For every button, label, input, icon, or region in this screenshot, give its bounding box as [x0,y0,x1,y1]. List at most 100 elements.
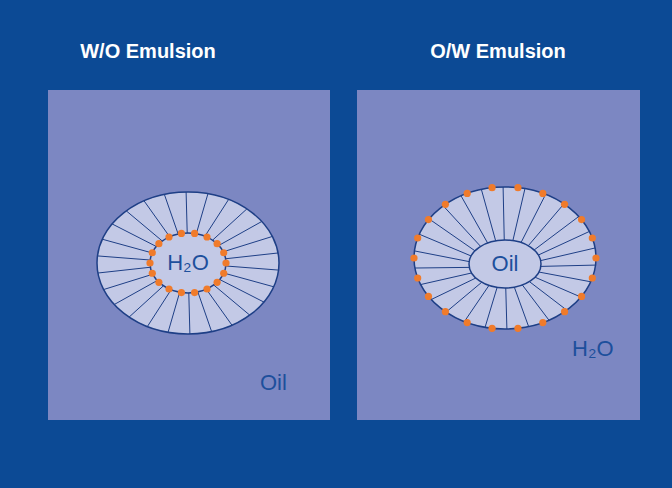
surfactant-head [589,274,596,281]
surfactant-tail [104,274,153,289]
surfactant-head [222,259,229,266]
surfactant-tail [529,282,566,311]
surfactant-head [178,230,185,237]
surfactant-tail [485,287,497,327]
surfactant-head [146,259,153,266]
surfactant-head [165,233,172,240]
surfactant-heads [410,184,599,332]
surfactant-tail [198,292,212,332]
surfactant-tail [514,287,528,326]
surfactant-tail [461,196,488,243]
surfactant-tail [528,204,564,246]
surfactant-tail [534,216,579,249]
surfactant-head [149,249,156,256]
surfactant-tail [446,282,482,312]
surfactant-tail [503,187,504,240]
surfactant-head [464,319,471,326]
surfactant-tail [421,273,472,285]
surfactant-tail [443,206,480,247]
surfactant-tails [97,192,278,334]
surfactant-tail [541,265,596,266]
droplet: Oil [413,186,597,330]
surfactant-tail [522,285,549,320]
surfactant-head [165,285,172,292]
surfactant-tail [535,277,581,297]
surfactant-tail [144,201,170,237]
surfactant-head [414,274,421,281]
surfactant-head [561,201,568,208]
surfactant-head [578,293,585,300]
surfactant-head [488,325,495,332]
droplet: H₂O [96,191,280,335]
surfactant-tail [541,248,595,261]
surfactant-tail [506,288,507,329]
surfactant-tail [98,267,150,273]
surfactant-heads [146,230,229,296]
surfactant-head [425,293,432,300]
surfactant-head [425,216,432,223]
surfactant-tail [129,286,163,317]
surfactant-head [203,285,210,292]
surfactant-tail [214,285,250,315]
surfactant-tail [196,194,208,234]
surfactant-tail [513,189,525,241]
surfactant-tail [189,293,190,334]
surfactant-tail [168,292,180,332]
surfactant-tail [147,290,171,327]
droplet-outline [97,192,279,334]
surfactant-tail [186,192,187,233]
surfactant-head [442,308,449,315]
surfactant-head [539,319,546,326]
surfactant-tail [226,253,278,259]
surfactant-tail [223,236,272,251]
phase-label: Oil [260,370,287,396]
surfactant-head [442,201,449,208]
surfactant-tail [205,199,229,236]
surfactant-tail [220,280,264,303]
surfactant-head [414,234,421,241]
surfactant-head [178,289,185,296]
surfactant-head [155,240,162,247]
surfactant-head [589,234,596,241]
surfactant-head [214,240,221,247]
surfactant-tail [213,209,247,240]
surfactant-tail [521,194,546,242]
phase-label: H₂O [572,336,614,362]
surfactant-tails [414,187,595,329]
surfactant-tail [112,224,156,247]
surfactant-tail [102,239,152,253]
surfactant-head [464,190,471,197]
surfactant-tail [224,273,274,287]
surfactant-head [203,233,210,240]
surfactant-tail [97,256,150,260]
surfactant-head [514,325,521,332]
surfactant-head [220,249,227,256]
surfactant-tail [415,267,469,269]
surfactant-head [578,216,585,223]
surfactant-tail [481,189,495,240]
surfactant-head [155,279,162,286]
surfactant-head [539,190,546,197]
surfactant-tail [414,251,469,262]
droplet-core [469,240,541,288]
surfactant-head [514,184,521,191]
surfactant-tail [126,211,162,241]
surfactant-tail [464,285,489,321]
surfactant-tail [431,278,476,299]
emulsion-panel: O/W EmulsionH₂OOil [357,90,640,420]
surfactant-head [592,254,599,261]
droplet-label: Oil [492,251,519,277]
panel-heading: W/O Emulsion [80,40,216,63]
surfactant-tail [419,234,471,256]
surfactant-head [488,184,495,191]
emulsion-panel: W/O EmulsionOilH₂O [48,90,330,420]
surfactant-tail [206,289,232,325]
droplet-label: H₂O [167,250,209,276]
surfactant-head [214,279,221,286]
surfactant-head [191,289,198,296]
surfactant-head [410,254,417,261]
surfactant-head [149,270,156,277]
droplet-core [150,233,226,293]
surfactant-tail [429,219,475,251]
